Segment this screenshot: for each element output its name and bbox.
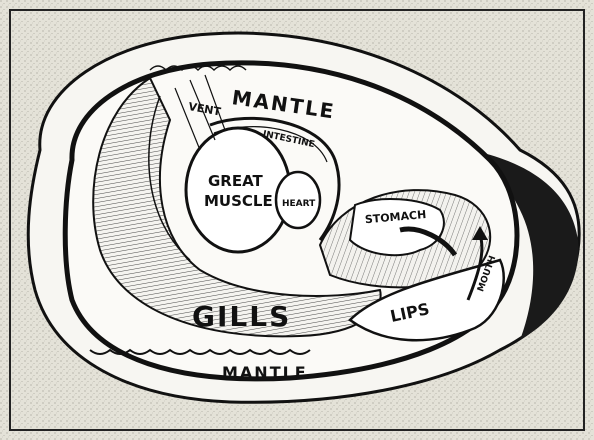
label-heart: HEART bbox=[282, 199, 316, 209]
label-mantle-bottom: MANTLE bbox=[222, 363, 308, 382]
label-gills: GILLS bbox=[192, 300, 291, 333]
great-muscle bbox=[186, 128, 290, 252]
label-muscle: MUSCLE bbox=[204, 192, 273, 210]
label-great: GREAT bbox=[208, 172, 264, 190]
stomach bbox=[350, 199, 444, 255]
